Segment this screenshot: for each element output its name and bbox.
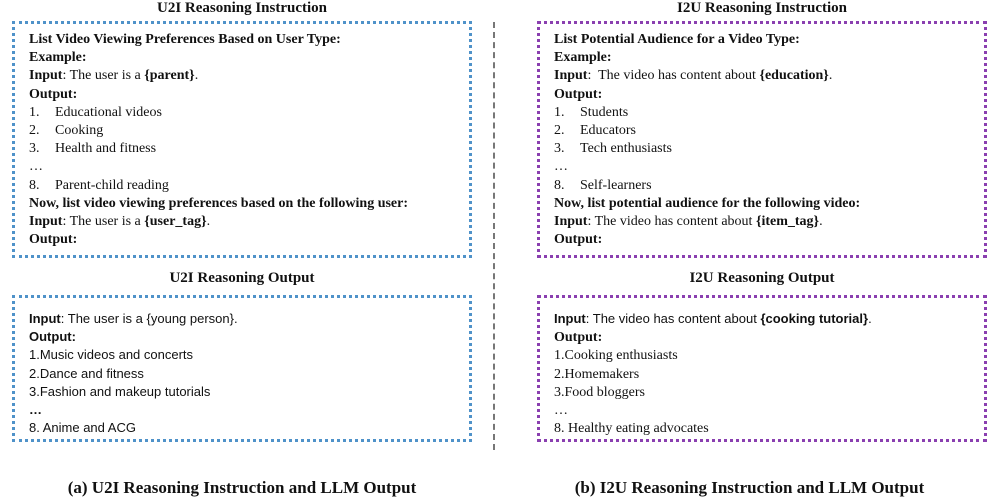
list-item-text: Tech enthusiasts bbox=[580, 141, 672, 157]
u2i-output-box: Input: The user is a {young person}. Out… bbox=[12, 295, 472, 442]
i2u-example-output-label: Output: bbox=[554, 86, 603, 102]
input-text: : The video has content about bbox=[585, 311, 761, 326]
list-item: 8. Anime and ACG bbox=[29, 420, 136, 436]
list-item: 2.Dance and fitness bbox=[29, 365, 144, 381]
u2i-instruction-heading: List Video Viewing Preferences Based on … bbox=[29, 32, 341, 47]
input-label: Input bbox=[29, 214, 63, 230]
list-item-number: 3. bbox=[554, 141, 565, 157]
input-label: Input bbox=[554, 68, 588, 84]
u2i-output-title: U2I Reasoning Output bbox=[169, 270, 315, 286]
i2u-instruction-heading: List Potential Audience for a Video Type… bbox=[554, 32, 800, 47]
input-text: : The user is a bbox=[62, 68, 145, 84]
input-tag: {user_tag} bbox=[144, 214, 207, 230]
list-item-text: Students bbox=[580, 104, 629, 120]
input-text: : The user is a bbox=[62, 214, 145, 230]
u2i-example-output-label: Output: bbox=[29, 86, 78, 102]
list-item: 8. Self-learners bbox=[554, 177, 974, 195]
i2u-output-label: Output: bbox=[554, 330, 603, 346]
input-tag: {parent} bbox=[144, 68, 195, 84]
list-item-text: Parent-child reading bbox=[55, 177, 169, 193]
list-item: 3.Food bloggers bbox=[554, 384, 645, 400]
i2u-output-box: Input: The video has content about {cook… bbox=[537, 295, 987, 442]
input-text: : The video has content about bbox=[587, 68, 760, 84]
list-item: 2. Educators bbox=[554, 122, 974, 140]
i2u-final-output-label: Output: bbox=[554, 232, 603, 248]
input-tag: {item_tag} bbox=[755, 214, 820, 230]
list-item-text: Cooking bbox=[55, 123, 104, 139]
list-item: 1.Cooking enthusiasts bbox=[554, 348, 678, 364]
input-tag: {education} bbox=[759, 68, 829, 84]
input-suffix: . bbox=[206, 214, 211, 230]
list-item-number: 3. bbox=[29, 141, 40, 157]
list-item: 8. Healthy eating advocates bbox=[554, 421, 709, 437]
u2i-output-input: Input: The user is a {young person}. bbox=[29, 310, 459, 328]
list-item: 1. Educational videos bbox=[29, 104, 459, 122]
list-item-number: 8. bbox=[554, 177, 565, 193]
u2i-example-label: Example: bbox=[29, 50, 87, 66]
input-tag: {young person} bbox=[146, 311, 234, 326]
ellipsis: … bbox=[554, 159, 568, 175]
i2u-example-input: Input: The video has content about {educ… bbox=[554, 67, 974, 85]
list-item: 3. Tech enthusiasts bbox=[554, 140, 974, 158]
input-tag: {cooking tutorial} bbox=[760, 311, 869, 326]
u2i-instruction-title: U2I Reasoning Instruction bbox=[156, 0, 328, 16]
caption-a: (a) U2I Reasoning Instruction and LLM Ou… bbox=[67, 478, 417, 497]
u2i-output-label: Output: bbox=[29, 329, 76, 345]
caption-b: (b) I2U Reasoning Instruction and LLM Ou… bbox=[574, 478, 925, 497]
input-text: : The video has content about bbox=[587, 214, 756, 230]
i2u-instruction-box: List Potential Audience for a Video Type… bbox=[537, 21, 987, 258]
list-item-number: 2. bbox=[554, 123, 565, 139]
input-label: Input bbox=[554, 214, 588, 230]
list-item-number: 2. bbox=[29, 123, 40, 139]
u2i-now-line: Now, list video viewing preferences base… bbox=[29, 195, 409, 211]
list-item-text: Educational videos bbox=[55, 104, 162, 120]
i2u-output-title: I2U Reasoning Output bbox=[689, 270, 835, 286]
input-suffix: . bbox=[868, 311, 872, 326]
list-item-text: Educators bbox=[580, 123, 636, 139]
u2i-example-input: Input: The user is a {parent}. bbox=[29, 67, 459, 85]
u2i-instruction-box: List Video Viewing Preferences Based on … bbox=[12, 21, 472, 258]
ellipsis: … bbox=[29, 159, 43, 175]
input-suffix: . bbox=[233, 311, 238, 326]
list-item-number: 8. bbox=[29, 177, 40, 193]
list-item: 1.Music videos and concerts bbox=[29, 347, 194, 363]
u2i-query-input: Input: The user is a {user_tag}. bbox=[29, 213, 459, 231]
list-item-number: 1. bbox=[29, 104, 40, 120]
ellipsis: … bbox=[554, 403, 568, 419]
list-item: 8. Parent-child reading bbox=[29, 177, 459, 195]
i2u-example-label: Example: bbox=[554, 50, 612, 66]
list-item: 2.Homemakers bbox=[554, 366, 640, 382]
input-suffix: . bbox=[819, 214, 823, 230]
input-label: Input bbox=[29, 311, 61, 326]
list-item-text: Self-learners bbox=[580, 177, 652, 193]
list-item: 1. Students bbox=[554, 104, 974, 122]
i2u-instruction-title: I2U Reasoning Instruction bbox=[676, 0, 848, 16]
list-item: 2. Cooking bbox=[29, 122, 459, 140]
i2u-now-line: Now, list potential audience for the fol… bbox=[554, 195, 861, 211]
input-suffix: . bbox=[194, 68, 199, 84]
list-item-number: 1. bbox=[554, 104, 565, 120]
input-label: Input bbox=[554, 311, 586, 326]
u2i-final-output-label: Output: bbox=[29, 232, 78, 248]
list-item: 3.Fashion and makeup tutorials bbox=[29, 383, 211, 399]
i2u-query-input: Input: The video has content about {item… bbox=[554, 213, 974, 231]
i2u-output-input: Input: The video has content about {cook… bbox=[554, 310, 974, 329]
input-label: Input bbox=[29, 68, 63, 84]
input-text: : The user is a bbox=[60, 311, 147, 326]
ellipsis: … bbox=[29, 402, 42, 418]
column-divider bbox=[493, 22, 495, 450]
input-suffix: . bbox=[828, 68, 833, 84]
list-item: 3. Health and fitness bbox=[29, 140, 459, 158]
list-item-text: Health and fitness bbox=[55, 141, 157, 157]
